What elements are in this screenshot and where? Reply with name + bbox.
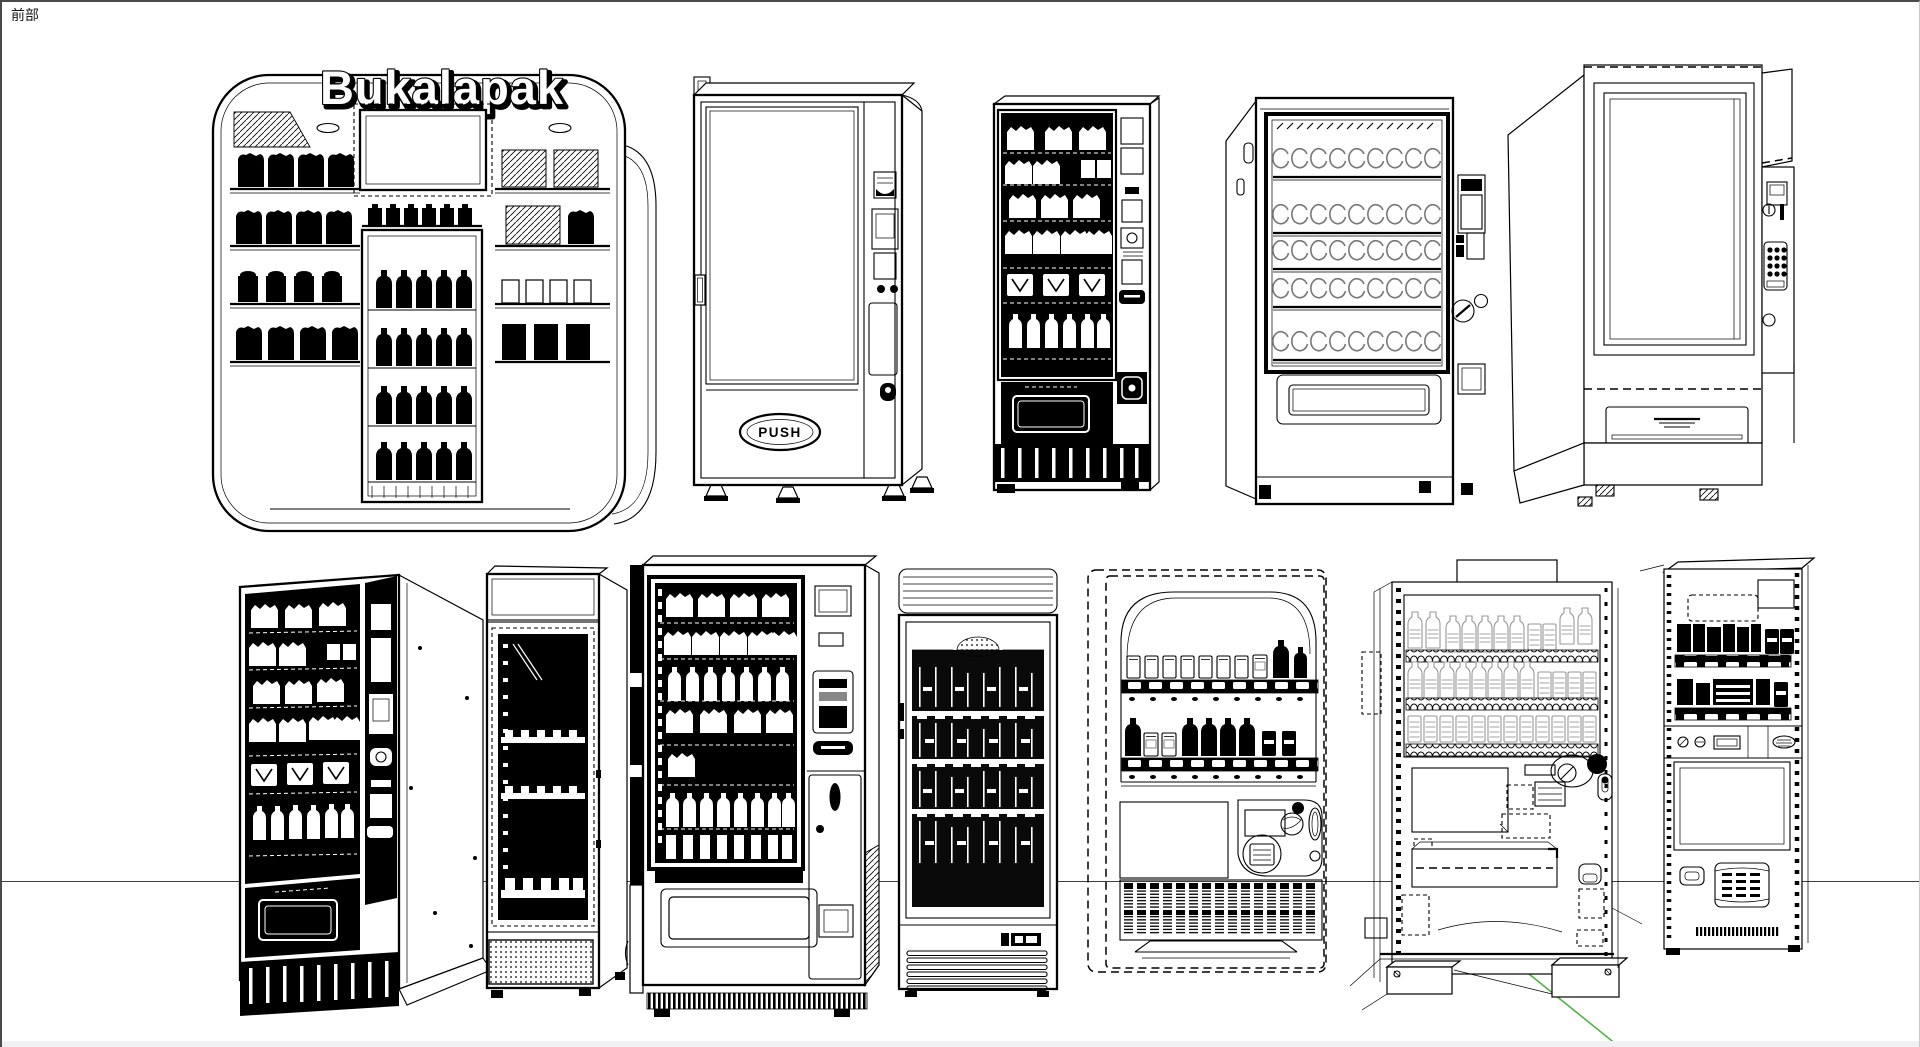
- lock-knob[interactable]: [1677, 736, 1689, 748]
- dashed-outline: [1087, 569, 1327, 973]
- side-panel: [398, 573, 484, 990]
- payment-cluster: [1237, 799, 1323, 877]
- machine-drink-cooler[interactable]: [895, 563, 1070, 998]
- glass-area: [1120, 591, 1317, 782]
- bottle-rack: [1119, 879, 1323, 941]
- glass-door[interactable]: [905, 621, 1051, 919]
- base-grille: [1696, 927, 1779, 936]
- delivery-bin[interactable]: [1276, 374, 1442, 425]
- coin-return-cup[interactable]: [1578, 863, 1602, 885]
- keypad[interactable]: [1763, 241, 1788, 291]
- keypad: [871, 208, 899, 250]
- printer-grille: [1714, 862, 1770, 908]
- machine-bukalapak-kiosk[interactable]: Bukalapak Bukalapak: [210, 54, 667, 534]
- glass-window: [1264, 112, 1450, 374]
- push-button[interactable]: [738, 412, 822, 452]
- display: [1120, 117, 1144, 145]
- bill-panel: [868, 302, 898, 376]
- card-reader[interactable]: [1534, 781, 1566, 807]
- coin-slot[interactable]: [1280, 812, 1304, 836]
- view-label: 前部: [11, 7, 39, 23]
- delivery-tray: [258, 899, 338, 941]
- machine-beverage-dashed[interactable]: [1082, 562, 1334, 984]
- base-vent: [646, 992, 868, 1010]
- vent-oval-right: [548, 122, 572, 134]
- keypad: [369, 694, 393, 734]
- cabinet-front: [1583, 64, 1763, 444]
- sign-panel: [1119, 801, 1229, 879]
- vent-oval-left: [316, 122, 340, 134]
- kiosk-screen: [358, 108, 488, 192]
- coin-slot: [367, 826, 393, 838]
- delivery-tray[interactable]: [660, 888, 818, 948]
- machine-push-cabinet[interactable]: PUSH: [692, 76, 937, 519]
- display: [1411, 767, 1509, 833]
- display: [1244, 809, 1286, 837]
- oval-button[interactable]: [1772, 735, 1796, 749]
- machine-snack-dark-perspective[interactable]: [235, 558, 503, 1020]
- header-ribbed: [898, 568, 1058, 614]
- delivery-t­ray: [1012, 395, 1090, 433]
- bottom-strip: [2, 1041, 1919, 1047]
- door-handle: [694, 274, 706, 306]
- door-panel: [1673, 761, 1791, 851]
- delivery-tray[interactable]: [1411, 848, 1558, 888]
- machine-glassfront-spiral[interactable]: [1215, 87, 1490, 509]
- display: [1461, 179, 1482, 191]
- push-label: PUSH: [758, 425, 802, 440]
- pallet-foot-right: [1550, 957, 1629, 966]
- bill-insert[interactable]: [1242, 834, 1282, 874]
- keypad: [1121, 199, 1143, 223]
- coin-knob[interactable]: [1451, 299, 1475, 323]
- machine-snack-large[interactable]: [622, 553, 894, 1023]
- machine-narrow-combo[interactable]: [1638, 555, 1822, 957]
- vent-grille: [488, 939, 594, 985]
- bukalapak-logo: Bukalapak: [320, 61, 564, 114]
- product-window: [1403, 594, 1601, 758]
- glass-window: [1593, 82, 1755, 356]
- bill-coin-unit[interactable]: [812, 670, 854, 734]
- display: [814, 585, 852, 617]
- lower-door: [808, 774, 862, 980]
- pallet-foot-left: [1385, 960, 1462, 968]
- machine-upright-cooler[interactable]: [479, 560, 651, 1015]
- handle-icon[interactable]: [1679, 866, 1705, 886]
- lock[interactable]: [1597, 773, 1613, 801]
- feet: [1577, 484, 1719, 507]
- display: [371, 604, 391, 630]
- header-panel: [486, 573, 600, 621]
- display: [1766, 181, 1788, 206]
- card-reader: [873, 171, 897, 199]
- door-lock-slot[interactable]: [829, 783, 841, 811]
- coin-slot[interactable]: [1762, 203, 1776, 217]
- side-box: [1757, 579, 1795, 609]
- cabinet-body: [692, 93, 904, 487]
- machine-snack-dark-front[interactable]: [985, 90, 1163, 502]
- page-curl-edge: [613, 143, 657, 525]
- door-handle[interactable]: [900, 703, 904, 721]
- machine-perspective-dashed[interactable]: [1504, 57, 1816, 509]
- awning-roll: [233, 111, 311, 148]
- machine-bottle-pallet[interactable]: [1349, 558, 1643, 1020]
